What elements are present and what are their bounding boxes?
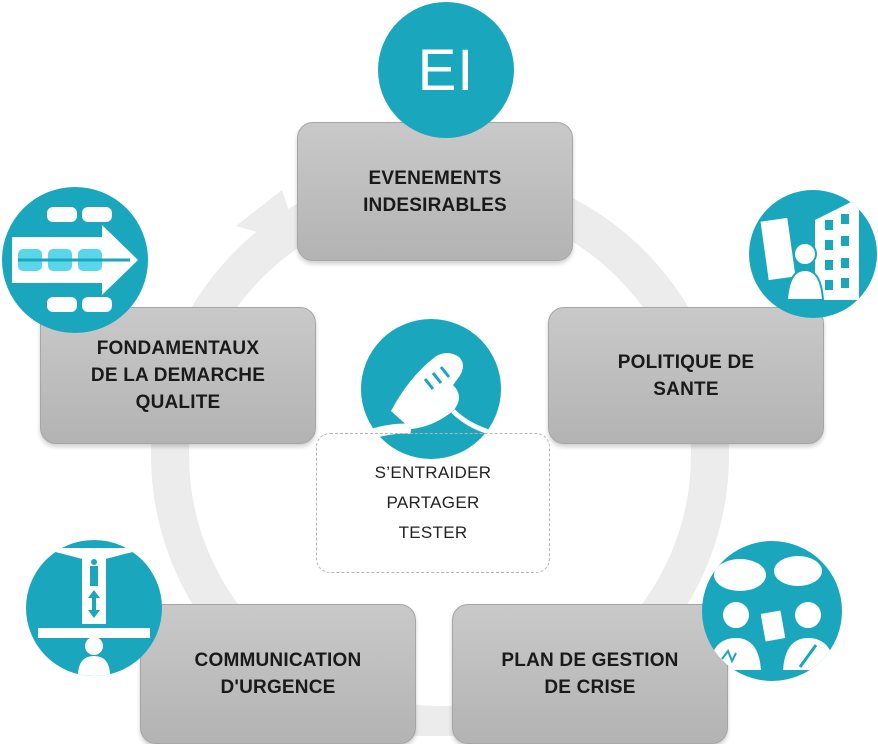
box-evenements-indesirables: EVENEMENTS INDESIRABLES <box>297 122 573 261</box>
box-politique-de-sante: POLITIQUE DE SANTE <box>548 307 824 444</box>
process-flow-icon <box>2 187 148 333</box>
center-line-tester: TESTER <box>398 523 468 542</box>
ei-badge-icon: EI <box>378 2 514 138</box>
center-line-partager: PARTAGER <box>386 493 480 512</box>
meeting-discussion-icon <box>702 541 842 681</box>
box-label-bottom-right: PLAN DE GESTION DE CRISE <box>501 650 679 698</box>
box-label-right: POLITIQUE DE SANTE <box>617 351 755 400</box>
box-label-bottom-left: COMMUNICATION D'URGENCE <box>194 650 362 698</box>
ei-icon-text: EI <box>417 37 475 103</box>
box-fondamentaux: FONDAMENTAUX DE LA DEMARCHE QUALITE <box>40 307 316 444</box>
box-communication-urgence: COMMUNICATION D'URGENCE <box>140 604 416 744</box>
center-line-entraider: S’ENTRAIDER <box>374 463 492 482</box>
hospital-doctor-icon <box>749 190 877 318</box>
center-values-box: S’ENTRAIDER PARTAGER TESTER <box>316 433 550 573</box>
information-person-icon <box>26 540 162 676</box>
handshake-icon <box>361 319 501 459</box>
box-label-top: EVENEMENTS INDESIRABLES <box>363 167 507 216</box>
box-label-left: FONDAMENTAUX DE LA DEMARCHE QUALITE <box>90 338 266 413</box>
box-plan-gestion-crise: PLAN DE GESTION DE CRISE <box>452 604 728 744</box>
